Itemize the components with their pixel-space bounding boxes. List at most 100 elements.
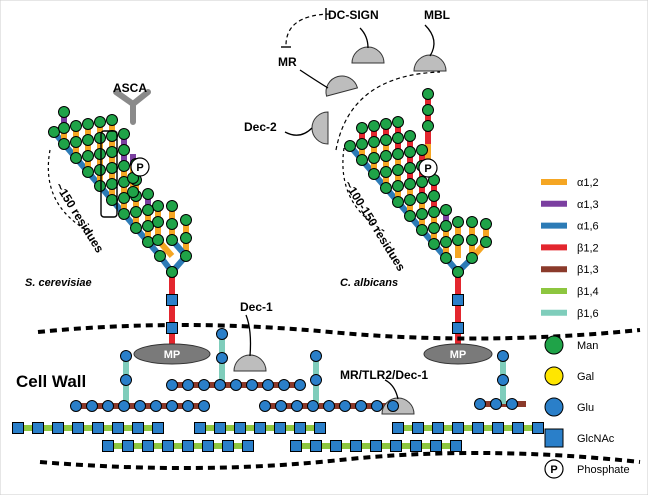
receptor-tail [284, 127, 313, 136]
dcsign-mr-arc [285, 13, 331, 48]
asca-epitope-box [100, 130, 118, 218]
cell-wall-label: Cell Wall [16, 372, 86, 391]
mannose-node [368, 120, 380, 132]
glcnac-node [330, 440, 342, 452]
legend-label-linkage: β1,4 [577, 286, 599, 298]
glcnac-node [452, 294, 464, 306]
mannose-node [106, 162, 118, 174]
receptor-tail [384, 379, 399, 400]
legend-phosphate-symbol: P [550, 464, 557, 476]
glcnac-node [194, 422, 206, 434]
mbl-label: MBL [424, 8, 450, 22]
glucose-node [339, 400, 351, 412]
mannose-node [404, 146, 416, 158]
mannose-node [166, 200, 178, 212]
glcnac-node [290, 440, 302, 452]
mannose-node [466, 234, 478, 246]
receptor-tail [359, 27, 369, 49]
glcnac-node [430, 440, 442, 452]
mannose-node [118, 128, 130, 140]
glucose-node [371, 400, 383, 412]
legend-swatch-sugar [544, 428, 564, 448]
receptors [233, 24, 447, 415]
glcnac-node [132, 422, 144, 434]
mannose-node [152, 216, 164, 228]
glcnac-node [370, 440, 382, 452]
mannose-node [380, 150, 392, 162]
legend-label-sugar: Phosphate [577, 464, 630, 476]
mannose-node [94, 164, 106, 176]
mannose-node [166, 234, 178, 246]
glcnac-node [166, 322, 178, 334]
mannose-node [452, 266, 464, 278]
mannose-node [106, 146, 118, 158]
glucose-node [506, 398, 518, 410]
glucose-node [102, 400, 114, 412]
lectin-domain [311, 111, 329, 145]
s-cerevisiae-label: S. cerevisiae [25, 277, 92, 289]
glucose-node [294, 379, 306, 391]
receptor-tail [245, 314, 252, 357]
legend-label-linkage: α1,2 [577, 177, 599, 189]
mannose-node [422, 88, 434, 100]
mannose-node [466, 216, 478, 228]
glucose-node [120, 374, 132, 386]
mannose-node [452, 234, 464, 246]
receptor-tail [299, 69, 329, 89]
dc-sign-label: DC-SIGN [328, 8, 379, 22]
glucose-node [278, 379, 290, 391]
mannose-node [416, 144, 428, 156]
glcnac-node [472, 422, 484, 434]
mannose-node [70, 120, 82, 132]
dec1-receptor-icon [233, 354, 267, 372]
asca-antibody-icon [113, 89, 151, 125]
mannose-node [404, 130, 416, 142]
mannose-node [142, 188, 154, 200]
legend-label-sugar: Glu [577, 402, 594, 414]
glcnac-node [166, 294, 178, 306]
lectin-domain [325, 75, 359, 97]
legend-label-sugar: Gal [577, 371, 594, 383]
mannose-node [380, 118, 392, 130]
glcnac-node [412, 422, 424, 434]
mannose-node [392, 132, 404, 144]
receptor-tail [424, 24, 435, 57]
mannose-node [422, 120, 434, 132]
mannose-node [166, 266, 178, 278]
glcnac-node [222, 440, 234, 452]
mp-left-label: MP [164, 349, 181, 361]
mannose-node [404, 162, 416, 174]
legend: α1,2α1,3α1,6β1,2β1,3β1,4β1,6ManGalGluGlc… [541, 177, 630, 479]
mr-receptor-icon [325, 75, 359, 97]
mr-tlr2-dec1-label: MR/TLR2/Dec-1 [340, 368, 428, 382]
mannose-node [440, 252, 452, 264]
glcnac-node [432, 422, 444, 434]
glucose-node [291, 400, 303, 412]
mannose-node [94, 116, 106, 128]
mannose-node [392, 164, 404, 176]
mannose-node [106, 178, 118, 190]
mannose-node [480, 236, 492, 248]
mannose-node [180, 232, 192, 244]
dec2-receptor-icon [311, 111, 329, 145]
glucose-node [198, 400, 210, 412]
glcnac-node [72, 422, 84, 434]
glcnac-node [390, 440, 402, 452]
mannose-node [368, 168, 380, 180]
mannose-node [58, 122, 70, 134]
legend-label-sugar: GlcNAc [577, 433, 615, 445]
mp-left: MP [133, 343, 211, 365]
mannose-node [106, 114, 118, 126]
glcnac-node [294, 422, 306, 434]
mannose-node [82, 134, 94, 146]
glcnac-node [452, 322, 464, 334]
mannose-node [154, 250, 166, 262]
mannose-node [82, 118, 94, 130]
glucose-node [246, 379, 258, 391]
right-arc-dashed [335, 71, 441, 151]
phosphate-symbol: P [136, 162, 143, 174]
lectin-domain [233, 354, 267, 372]
glcnac-node [122, 440, 134, 452]
legend-label-linkage: α1,6 [577, 221, 599, 233]
mannose-node [180, 250, 192, 262]
